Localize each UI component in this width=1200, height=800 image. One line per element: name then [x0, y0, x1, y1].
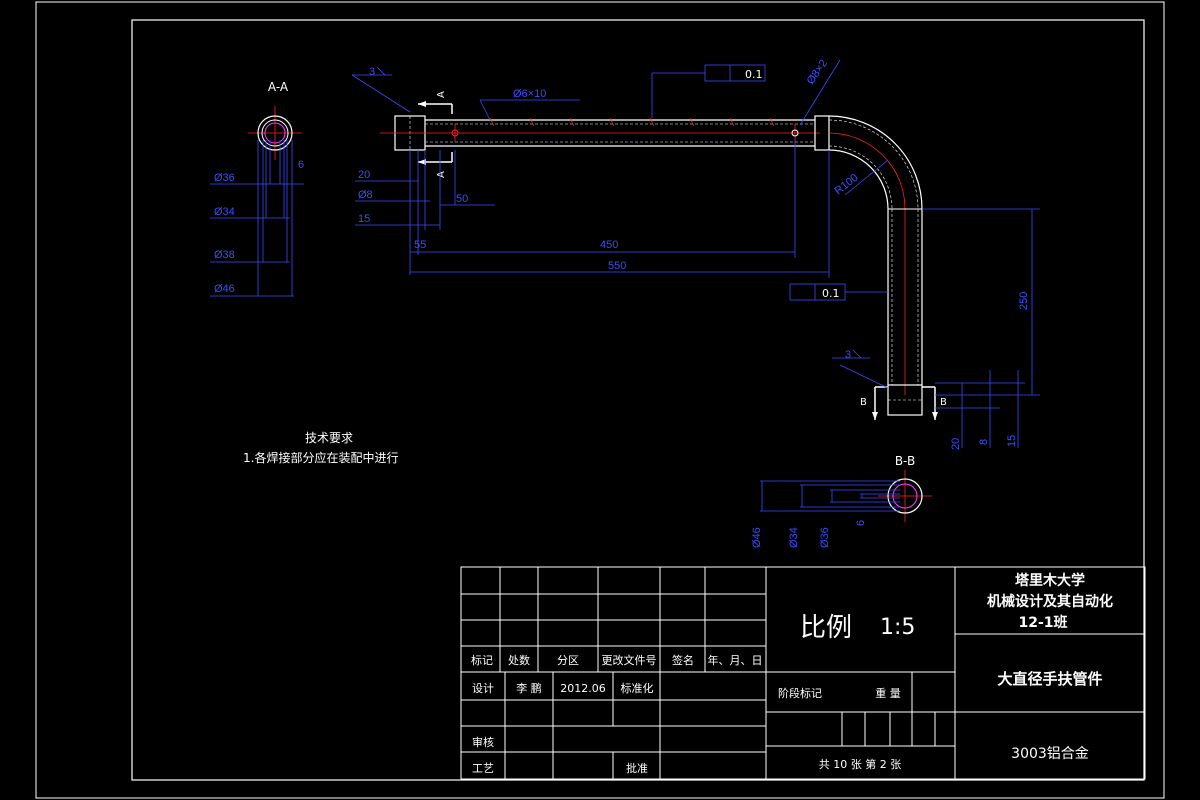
- tb-designer: 李 鹏: [516, 681, 542, 695]
- tb-standardize: 标准化: [621, 681, 654, 695]
- tech-note: 1.各焊接部分应在装配中进行: [243, 450, 398, 465]
- dim-50: 50: [456, 193, 468, 205]
- tb-stage-mark: 阶段标记: [778, 686, 822, 700]
- tb-part-name: 大直径手扶管件: [997, 670, 1102, 688]
- bb-dim-46: Ø46: [751, 527, 763, 548]
- dim-250: 250: [1018, 292, 1030, 310]
- outer-frame: [35, 1, 1165, 799]
- section-aa-label: A-A: [268, 80, 289, 94]
- title-block: [460, 566, 1146, 780]
- section-bb-view: B-B Ø46 Ø34 Ø36 6: [751, 454, 932, 548]
- aa-dim-46: Ø46: [214, 283, 235, 295]
- tech-title: 技术要求: [305, 431, 353, 445]
- tb-design-label: 设计: [472, 682, 494, 695]
- dim-15: 15: [358, 213, 370, 225]
- section-b-marker-right: B: [940, 397, 947, 408]
- tb-col-mark: 标记: [471, 653, 493, 667]
- tb-date: 2012.06: [560, 682, 606, 695]
- dim-55: 55: [414, 239, 426, 251]
- tb-weight: 重 量: [875, 686, 901, 700]
- inner-frame: [131, 19, 1145, 781]
- weld-symbol-top: 3: [369, 66, 375, 78]
- dim-8: Ø8: [358, 189, 373, 201]
- tb-review: 审核: [472, 735, 494, 749]
- tb-col-date: 年、月、日: [708, 653, 763, 667]
- dimension-labels: Ø6×10 Ø8×2 0.1 0.1 R100 20 Ø8 15 50 55 4…: [358, 58, 1030, 450]
- section-aa-view: A-A Ø36 Ø34 Ø38 Ø46 6: [210, 80, 304, 297]
- dim-v8: 8: [978, 439, 990, 445]
- weld-symbol-bottom: 3: [845, 349, 851, 361]
- tube-view: 3 A A: [351, 58, 1040, 450]
- aa-dim-6: 6: [298, 159, 304, 171]
- section-b-marker-left: B: [860, 397, 867, 408]
- tb-approve: 批准: [626, 761, 648, 775]
- tb-school: 塔里木大学: [1015, 572, 1085, 589]
- bb-dim-36: Ø36: [819, 527, 831, 548]
- title-block-text: 标记 处数 分区 更改文件号 签名 年、月、日 设计 李 鹏 2012.06 标…: [471, 572, 1113, 775]
- aa-dim-34: Ø34: [214, 206, 235, 218]
- tb-sheets: 共 10 张 第 2 张: [819, 757, 901, 771]
- tb-col-zone: 分区: [557, 654, 579, 667]
- tolerance-top: 0.1: [745, 68, 763, 81]
- tb-process: 工艺: [472, 762, 494, 775]
- dim-v15: 15: [1006, 435, 1018, 447]
- tb-material: 3003铝合金: [1011, 746, 1089, 762]
- tb-col-count: 处数: [508, 654, 530, 667]
- section-a-marker-top: A: [436, 91, 447, 98]
- section-a-marker-bottom: A: [436, 171, 447, 178]
- dim-450: 450: [600, 239, 618, 251]
- bb-dim-6: 6: [855, 520, 867, 526]
- tb-col-sign: 签名: [672, 653, 694, 667]
- tb-col-change: 更改文件号: [602, 653, 657, 667]
- dim-550: 550: [608, 260, 626, 272]
- dim-v20: 20: [950, 438, 962, 450]
- dim-hole: Ø6×10: [513, 88, 546, 100]
- tb-class: 12-1班: [1018, 614, 1067, 631]
- tb-major: 机械设计及其自动化: [987, 593, 1113, 610]
- tolerance-mid: 0.1: [822, 287, 840, 300]
- section-bb-label: B-B: [895, 454, 915, 468]
- tb-scale-value: 1:5: [880, 615, 915, 640]
- tb-scale-label: 比例: [800, 613, 852, 643]
- dim-20: 20: [358, 169, 370, 181]
- aa-dim-38: Ø38: [214, 249, 235, 261]
- bb-dim-34: Ø34: [788, 527, 800, 548]
- aa-dim-36: Ø36: [214, 172, 235, 184]
